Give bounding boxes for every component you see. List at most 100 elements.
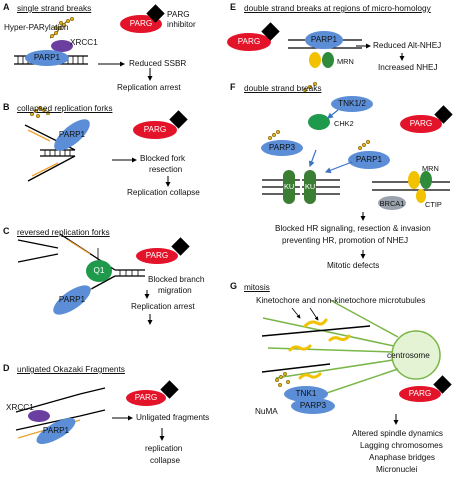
label: Q1: [93, 266, 105, 275]
label: PARP3: [299, 401, 327, 410]
panel-title: reversed replication forks: [17, 227, 110, 237]
panel-label: F: [230, 82, 236, 92]
outcome: collapse: [150, 456, 181, 465]
pointer: [291, 307, 301, 319]
outcome: Blocked branch: [148, 275, 205, 284]
inhibitor-icon: [146, 4, 165, 23]
tnk-protein: [331, 96, 373, 112]
panel-title: double strand breaks at regions of micro…: [244, 3, 431, 13]
label: KU: [305, 182, 316, 191]
panel-label: A: [3, 2, 10, 12]
label: PARP1: [33, 53, 61, 62]
parg-protein: [400, 115, 442, 133]
brca1-protein: [378, 196, 406, 210]
xrcc1-protein: [28, 410, 50, 422]
label: TNK1: [295, 389, 317, 398]
xrcc1-protein: [51, 40, 73, 52]
outcome: migration: [158, 286, 192, 295]
label: PARG: [237, 37, 261, 46]
parp1-protein: [53, 285, 91, 315]
mrn-protein: [309, 52, 321, 68]
inhibitor-icon: [171, 237, 190, 256]
ku-protein: [304, 170, 316, 204]
panel-title: mitosis: [244, 282, 270, 292]
panel-label: B: [3, 102, 10, 112]
parp1-protein: [36, 418, 76, 444]
parp3-protein: [291, 398, 335, 414]
inhibitor-icon: [433, 375, 452, 394]
label: centrosome: [387, 351, 430, 360]
panel-label: D: [3, 363, 10, 373]
microtubules: [262, 299, 399, 403]
parg-protein: [399, 386, 441, 402]
panel-f: [261, 81, 453, 259]
panel-label: C: [3, 226, 10, 236]
label: PARG: [134, 393, 158, 402]
kinetochores: [288, 318, 351, 380]
label: PARG: [145, 251, 169, 260]
outcome: Replication collapse: [127, 188, 200, 197]
ku-protein: [283, 170, 295, 204]
inhibitor-icon: [434, 105, 453, 124]
outcome: Altered spindle dynamics: [352, 429, 444, 438]
outcome: Replication arrest: [117, 83, 181, 92]
label: XRCC1: [6, 403, 34, 412]
label: TNK1/2: [338, 99, 366, 108]
chk2-protein: [308, 114, 330, 130]
inhibitor-icon: [261, 22, 280, 41]
parg-protein: [126, 390, 166, 406]
mrn-protein: [322, 52, 334, 68]
label: PARP1: [355, 155, 383, 164]
tnk1-protein: [284, 386, 328, 402]
label: PARP3: [268, 143, 296, 152]
outcome: Mitotic defects: [327, 261, 380, 270]
label: Hyper-PARylation: [4, 23, 69, 32]
outcome: Blocked HR signaling, resection & invasi…: [275, 224, 431, 233]
dna-ends-ku: [262, 179, 340, 195]
panel-label: G: [230, 281, 238, 291]
label: PARG: [129, 19, 153, 28]
q1-protein: [86, 260, 112, 282]
par-beads: [267, 81, 371, 151]
outcome: Replication arrest: [131, 302, 195, 311]
label: XRCC1: [70, 38, 98, 47]
label: MRN: [422, 164, 439, 173]
panel-title: double strand breaks: [244, 83, 322, 93]
label: CTIP: [425, 200, 442, 209]
panel-label: E: [230, 2, 237, 12]
panel-a: [14, 4, 165, 81]
par-beads: [49, 16, 75, 39]
outcome: Unligated fragments: [136, 413, 210, 422]
replication-fork: [24, 124, 76, 182]
arrow: [324, 161, 353, 174]
parg-protein: [120, 15, 162, 33]
parp3-protein: [261, 140, 303, 156]
panel-title: single strand breaks: [17, 3, 92, 13]
parp1-protein: [25, 50, 69, 66]
parg-protein: [136, 248, 178, 264]
parg-protein: [133, 121, 177, 139]
label: PARP1: [310, 35, 338, 44]
label: PARP1: [58, 295, 86, 304]
outcome: resection: [149, 165, 183, 174]
label: MRN: [337, 57, 354, 66]
label: Kinetochore and non-kinetochore microtub…: [256, 296, 426, 305]
parp1-protein: [305, 31, 343, 49]
label: PARG: [167, 10, 190, 19]
outcome: preventing HR, promotion of NHEJ: [282, 236, 409, 245]
outcome: Reduced SSBR: [129, 59, 187, 68]
parp1-protein: [348, 151, 390, 169]
mrn-protein: [408, 171, 420, 189]
panel-c: [17, 233, 190, 325]
label: BRCA1: [379, 199, 405, 208]
parp1-protein: [54, 119, 90, 151]
label: CHK2: [334, 119, 354, 128]
label: PARG: [409, 119, 433, 128]
inhibitor-icon: [169, 110, 188, 129]
outcome: Reduced Alt-NHEJ: [373, 41, 442, 50]
inhibitor-icon: [160, 380, 179, 399]
outcome: Lagging chromosomes: [360, 441, 443, 450]
label: KU: [284, 182, 295, 191]
par-beads: [29, 105, 51, 119]
